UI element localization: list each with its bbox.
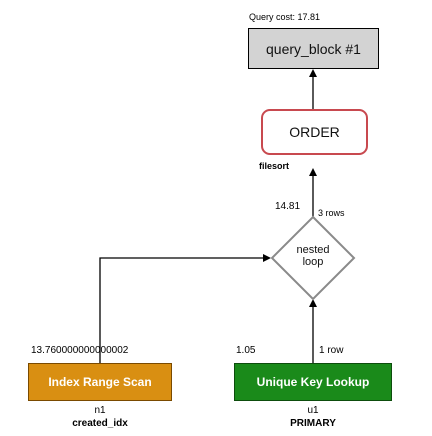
nested-loop-rows: 3 rows xyxy=(318,208,345,218)
unique-key-lookup-node[interactable]: Unique Key Lookup xyxy=(234,363,392,401)
unique-key-lookup-cost: 1.05 xyxy=(236,345,256,356)
edge-index-scan-to-nested-loop xyxy=(99,254,271,363)
index-range-scan-key: created_idx xyxy=(72,418,128,429)
nested-loop-label-line1: nested xyxy=(296,244,330,256)
index-range-scan-table: n1 xyxy=(94,405,106,416)
index-range-scan-label: Index Range Scan xyxy=(48,375,152,389)
index-range-scan-cost: 13.760000000000002 xyxy=(31,345,129,356)
order-label: ORDER xyxy=(289,124,340,140)
order-sublabel: filesort xyxy=(259,161,290,171)
unique-key-lookup-rows: 1 row xyxy=(319,345,344,356)
order-node[interactable]: ORDER xyxy=(261,109,368,155)
nested-loop-label: nested loop xyxy=(279,244,347,268)
index-range-scan-node[interactable]: Index Range Scan xyxy=(28,363,172,401)
query-block-label: query_block #1 xyxy=(266,40,361,57)
query-cost-label: Query cost: 17.81 xyxy=(249,12,321,22)
unique-key-lookup-key: PRIMARY xyxy=(290,418,336,429)
nested-loop-diamond[interactable] xyxy=(270,215,356,301)
query-block-node[interactable]: query_block #1 xyxy=(248,28,379,69)
unique-key-lookup-label: Unique Key Lookup xyxy=(256,375,370,389)
nested-loop-cost: 14.81 xyxy=(275,201,301,212)
unique-key-lookup-table: u1 xyxy=(307,405,319,416)
nested-loop-label-line2: loop xyxy=(302,256,324,268)
